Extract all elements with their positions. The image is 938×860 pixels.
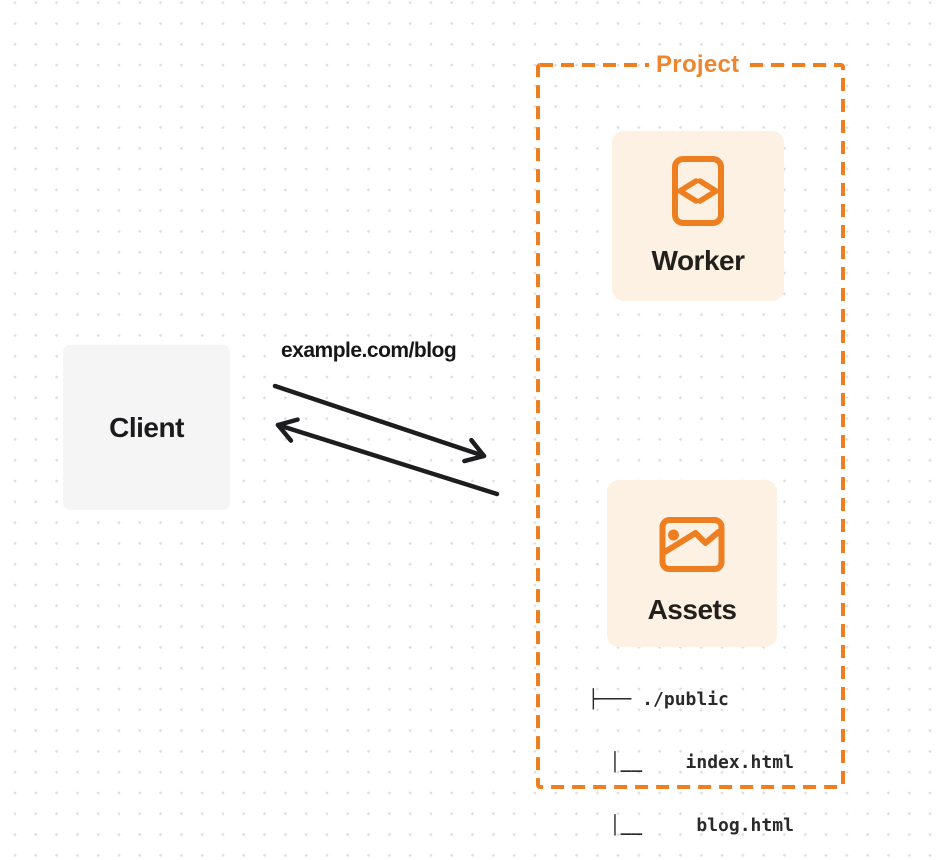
- assets-node: Assets: [607, 480, 777, 647]
- file-tree-line: │__ index.html: [588, 752, 794, 773]
- request-url-label: example.com/blog: [281, 339, 457, 362]
- file-tree-line: ├─── ./public: [588, 689, 729, 710]
- code-document-icon: [672, 156, 724, 226]
- assets-file-tree: ├─── ./public │__ index.html │__ blog.ht…: [588, 647, 794, 860]
- client-node: Client: [63, 345, 230, 510]
- image-gallery-icon: [659, 517, 725, 572]
- worker-node-label: Worker: [651, 245, 745, 276]
- response-arrow: [275, 417, 500, 497]
- worker-node: Worker: [612, 131, 784, 301]
- file-tree-line: │__ blog.html: [588, 815, 794, 836]
- project-boundary-label: Project: [649, 51, 747, 79]
- assets-node-label: Assets: [647, 594, 737, 625]
- request-arrow: [272, 383, 487, 464]
- client-node-label: Client: [109, 411, 184, 443]
